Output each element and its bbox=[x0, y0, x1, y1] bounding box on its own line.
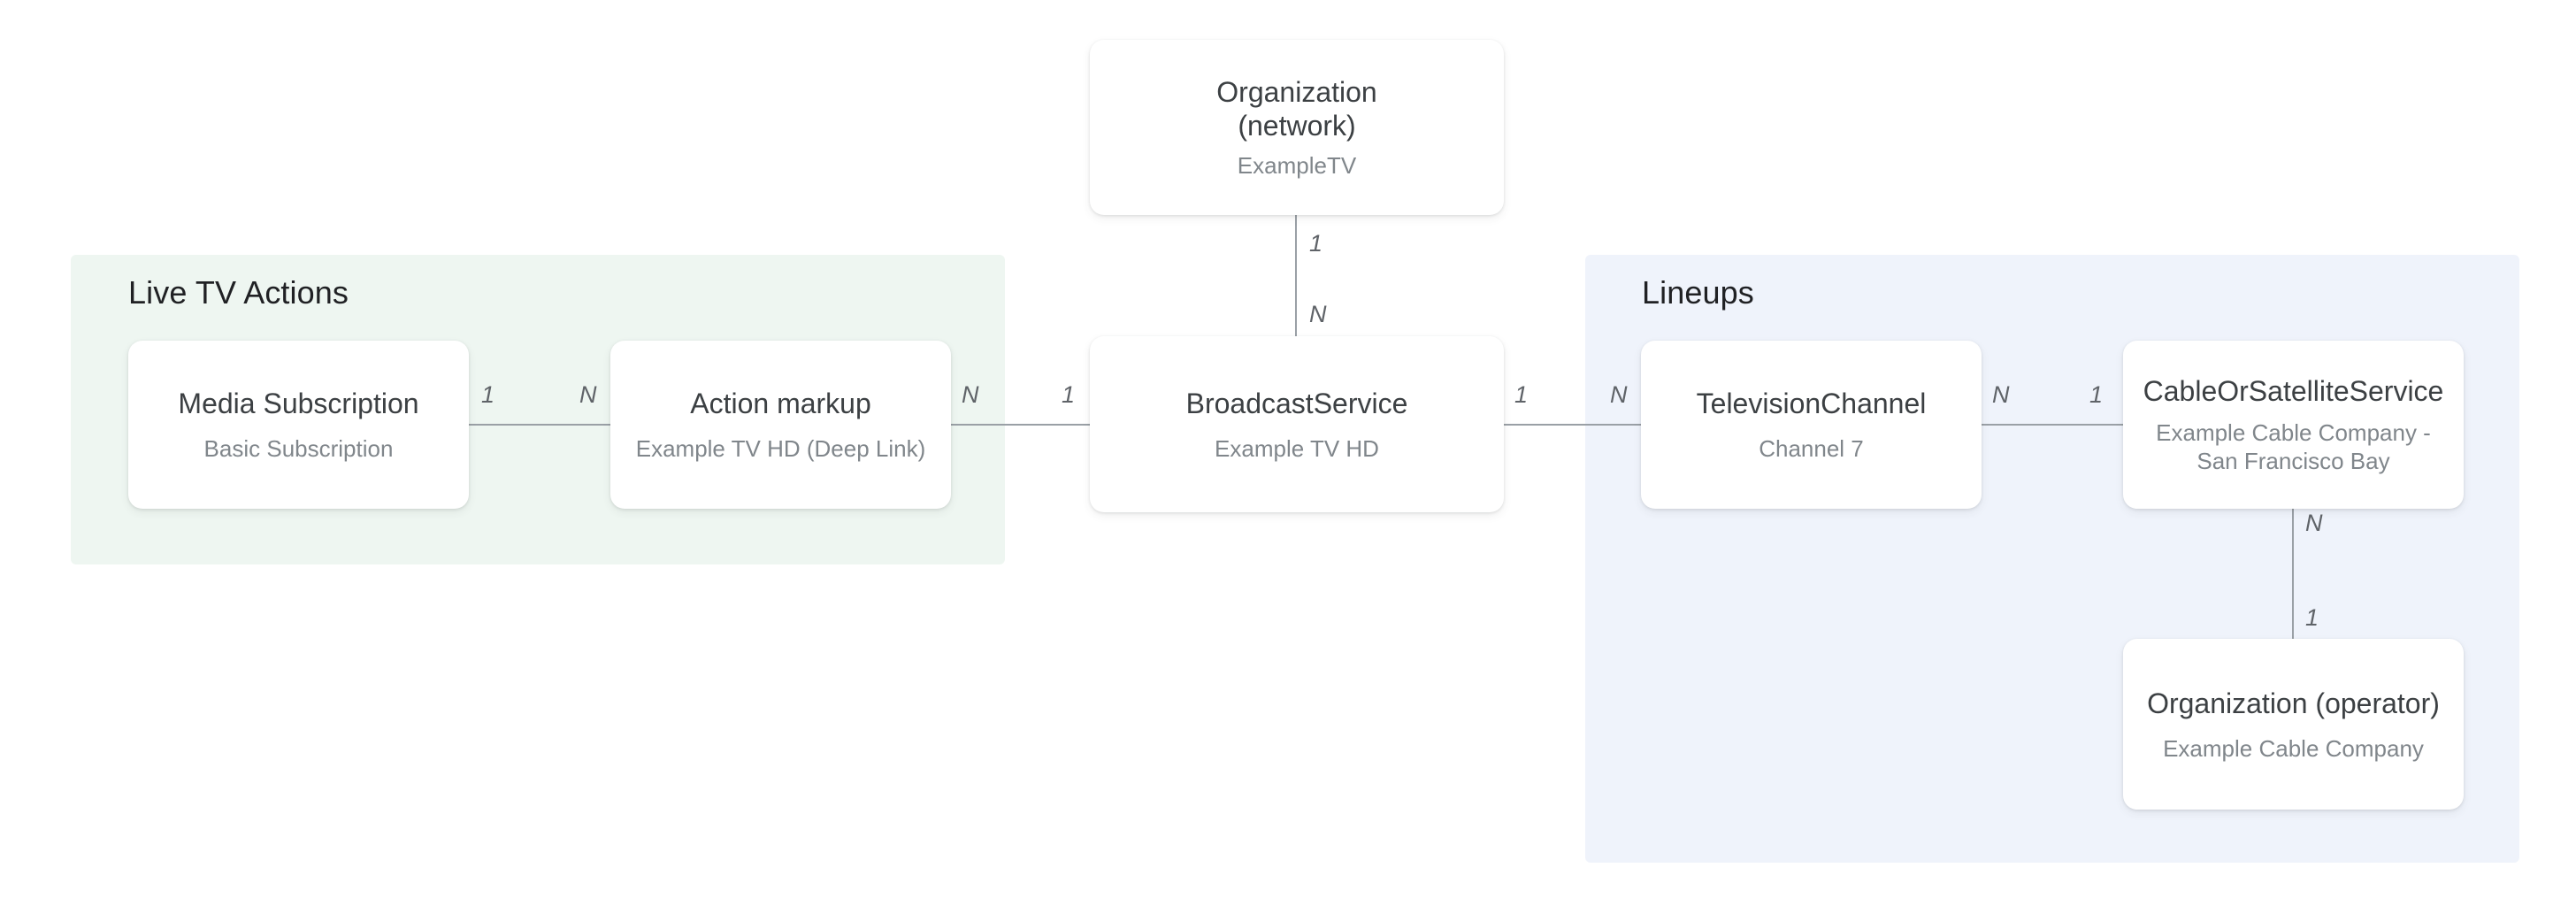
cardinality-network-to-broadcast-from: 1 bbox=[1309, 230, 1323, 257]
node-cable-or-satellite-service-title: CableOrSatelliteService bbox=[2143, 375, 2444, 407]
cardinality-broadcast-to-channel-from: 1 bbox=[1514, 381, 1529, 408]
connector-action-markup-to-broadcast-service bbox=[951, 424, 1092, 426]
node-cable-or-satellite-service[interactable]: CableOrSatelliteService Example Cable Co… bbox=[2123, 341, 2464, 509]
node-organization-network[interactable]: Organization (network) ExampleTV bbox=[1090, 40, 1504, 215]
node-organization-operator-subtitle: Example Cable Company bbox=[2163, 734, 2424, 762]
node-broadcast-service-title: BroadcastService bbox=[1185, 387, 1408, 419]
node-organization-operator-title: Organization (operator) bbox=[2147, 687, 2440, 719]
node-television-channel-title: TelevisionChannel bbox=[1696, 388, 1927, 419]
connector-cable-or-satellite-to-organization-operator bbox=[2292, 508, 2294, 641]
cardinality-channel-to-cable-from: N bbox=[1992, 381, 2010, 408]
node-organization-network-subtitle: ExampleTV bbox=[1237, 152, 1357, 179]
node-organization-network-title-line1: Organization bbox=[1216, 76, 1377, 108]
panel-title-live-tv-actions: Live TV Actions bbox=[128, 274, 349, 311]
panel-title-lineups: Lineups bbox=[1642, 274, 1754, 311]
connector-organization-network-to-broadcast-service bbox=[1295, 212, 1297, 336]
node-action-markup-title: Action markup bbox=[690, 388, 871, 419]
node-cable-or-satellite-service-subtitle: Example Cable Company - San Francisco Ba… bbox=[2156, 418, 2431, 475]
node-action-markup[interactable]: Action markup Example TV HD (Deep Link) bbox=[610, 341, 951, 509]
cardinality-action-to-broadcast-from: N bbox=[962, 381, 979, 408]
node-media-subscription-subtitle: Basic Subscription bbox=[203, 435, 394, 462]
node-television-channel-subtitle: Channel 7 bbox=[1759, 435, 1864, 462]
node-cable-or-satellite-service-subtitle-line1: Example Cable Company - bbox=[2156, 419, 2431, 446]
node-media-subscription-title: Media Subscription bbox=[178, 388, 419, 419]
cardinality-media-to-action-from: 1 bbox=[481, 381, 495, 408]
cardinality-action-to-broadcast-to: 1 bbox=[1062, 381, 1076, 408]
node-broadcast-service-subtitle: Example TV HD bbox=[1215, 434, 1379, 462]
node-organization-operator[interactable]: Organization (operator) Example Cable Co… bbox=[2123, 639, 2464, 810]
cardinality-cable-to-operator-from: N bbox=[2305, 510, 2323, 536]
node-broadcast-service[interactable]: BroadcastService Example TV HD bbox=[1090, 336, 1504, 512]
connector-media-subscription-to-action-markup bbox=[469, 424, 610, 426]
cardinality-media-to-action-to: N bbox=[579, 381, 597, 408]
connector-television-channel-to-cable-or-satellite bbox=[1982, 424, 2125, 426]
node-television-channel[interactable]: TelevisionChannel Channel 7 bbox=[1641, 341, 1982, 509]
node-organization-network-title: Organization (network) bbox=[1216, 75, 1376, 142]
cardinality-cable-to-operator-to: 1 bbox=[2305, 604, 2319, 631]
cardinality-broadcast-to-channel-to: N bbox=[1610, 381, 1628, 408]
connector-broadcast-service-to-television-channel bbox=[1504, 424, 1643, 426]
cardinality-channel-to-cable-to: 1 bbox=[2089, 381, 2104, 408]
node-organization-network-title-line2: (network) bbox=[1238, 110, 1356, 142]
node-cable-or-satellite-service-subtitle-line2: San Francisco Bay bbox=[2196, 448, 2390, 474]
node-action-markup-subtitle: Example TV HD (Deep Link) bbox=[635, 435, 926, 462]
node-media-subscription[interactable]: Media Subscription Basic Subscription bbox=[128, 341, 469, 509]
cardinality-network-to-broadcast-to: N bbox=[1309, 301, 1327, 327]
